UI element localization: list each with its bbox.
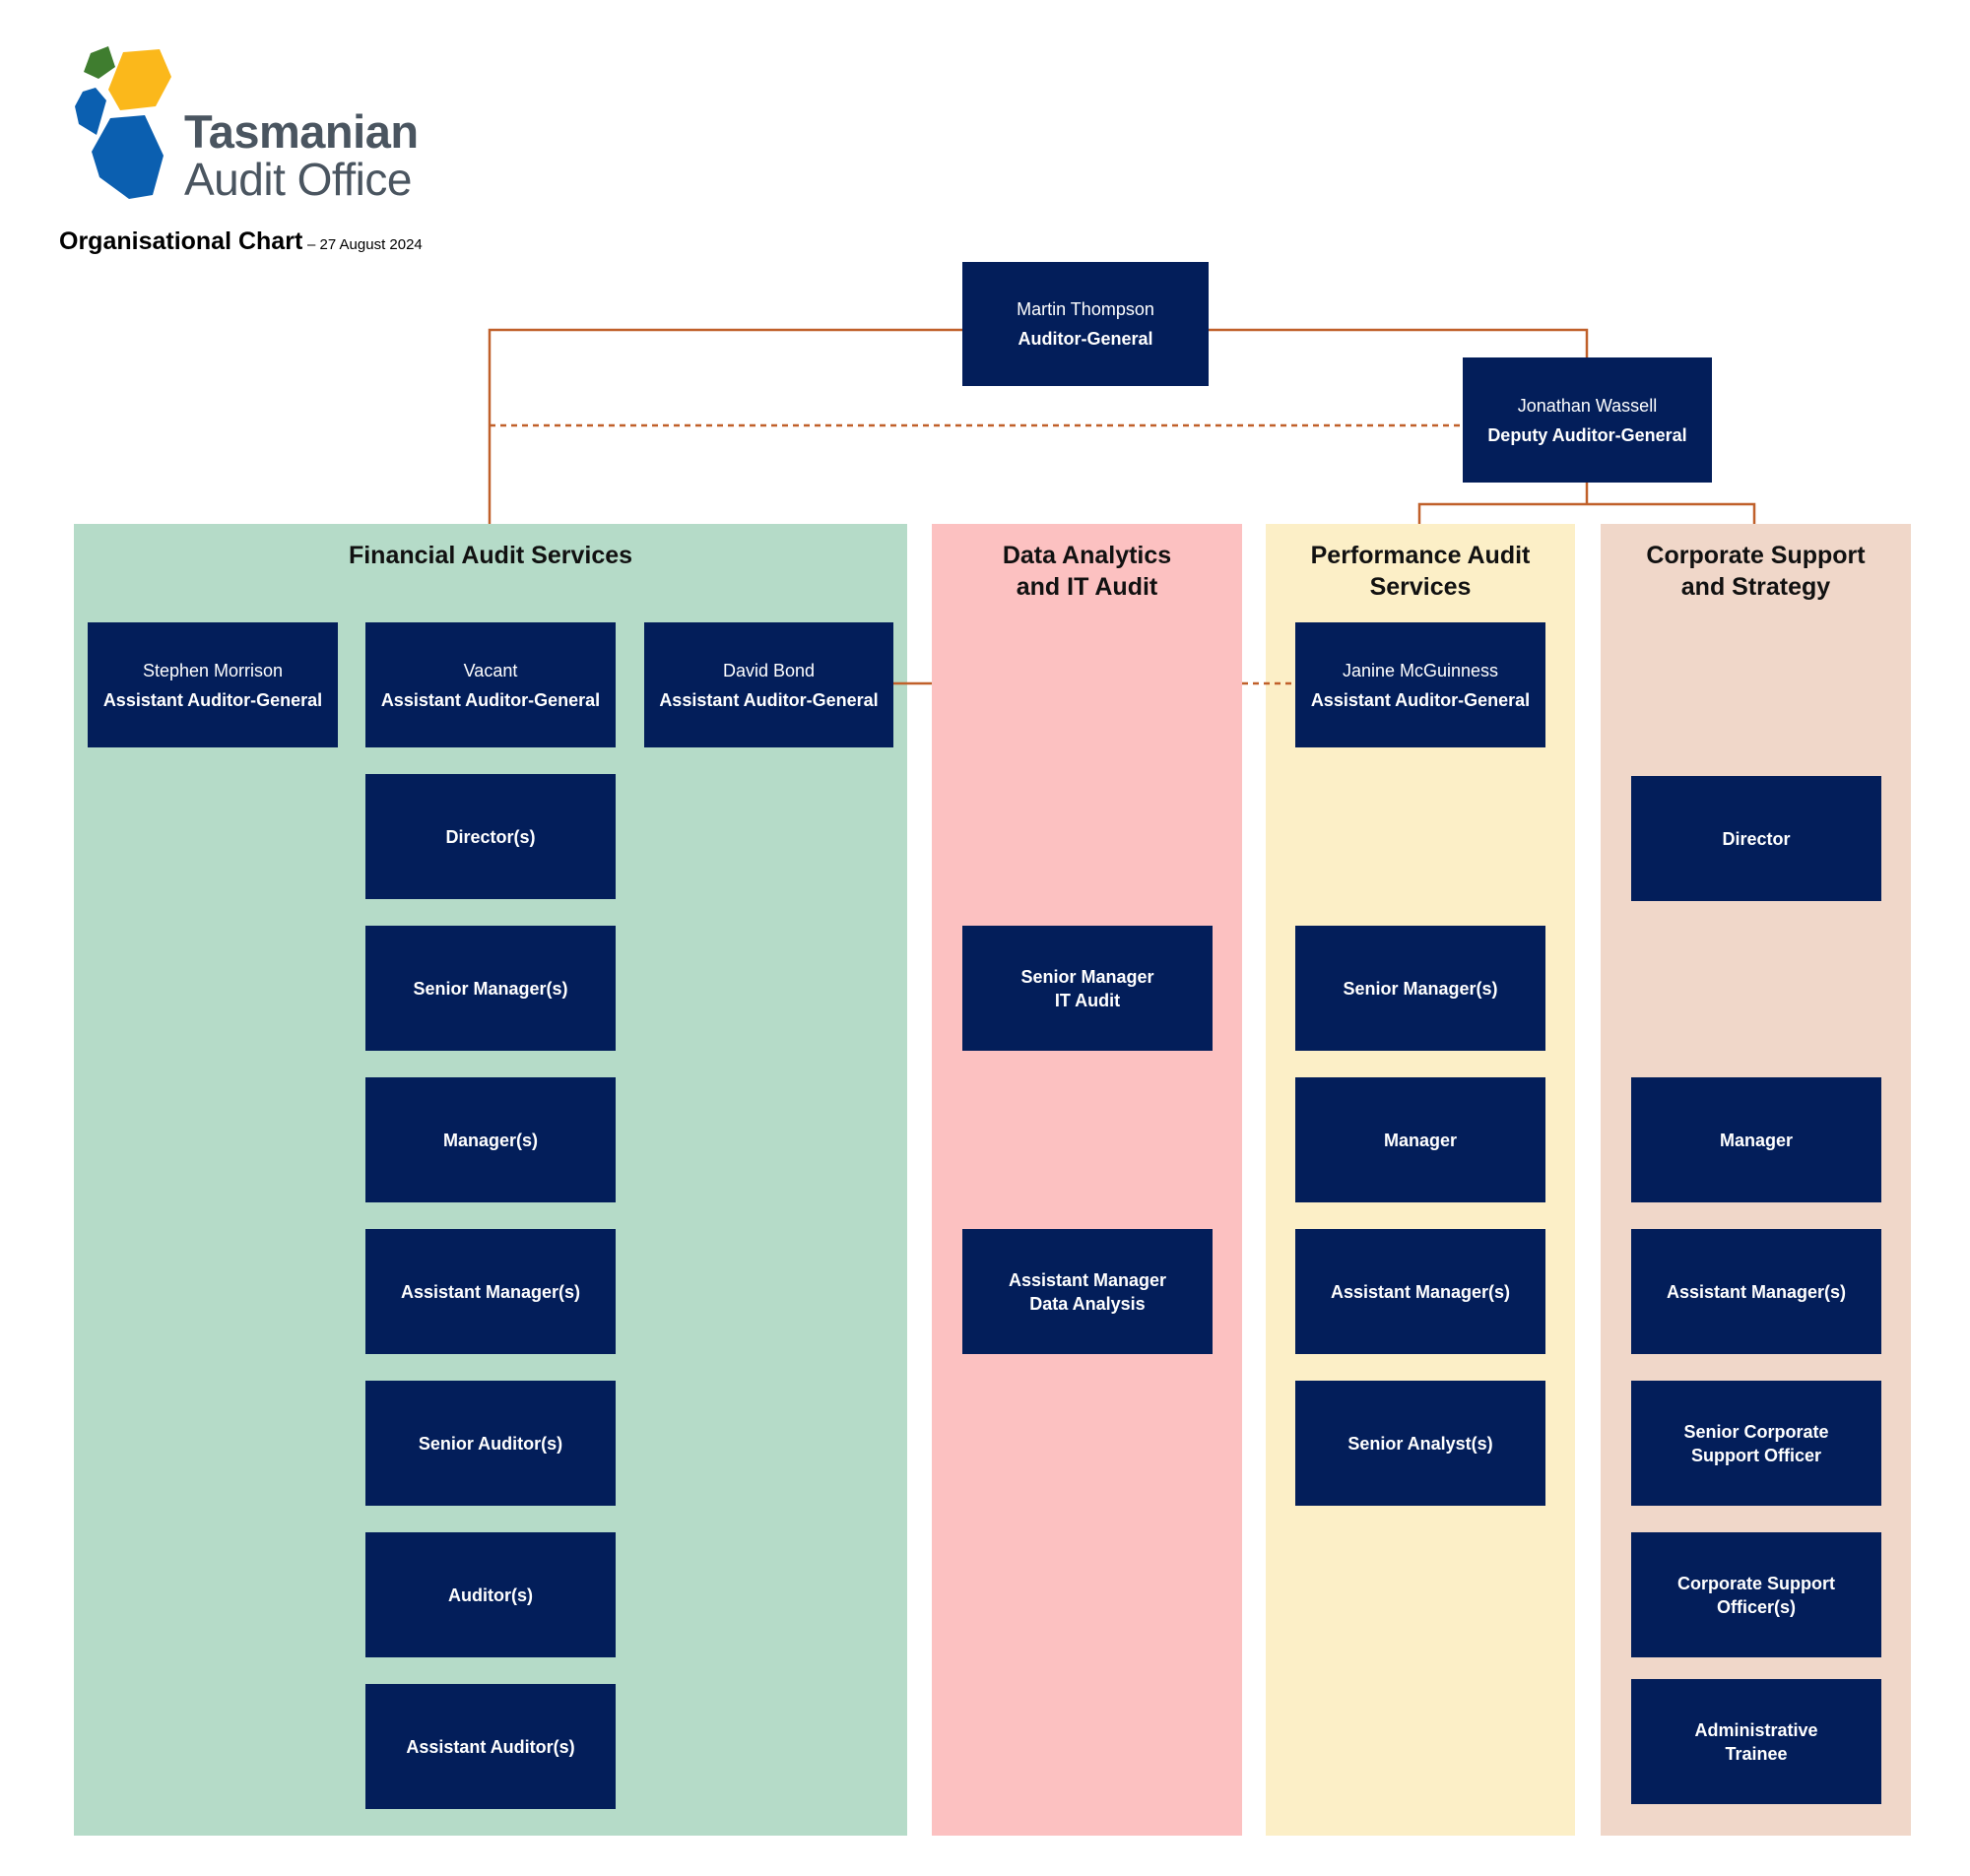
lead-name: Vacant [463, 660, 518, 680]
lead-role: Assistant Auditor-General [659, 689, 879, 710]
role-label: Senior Manager(s) [1343, 978, 1498, 999]
corporate-role-manager[interactable]: Manager [1631, 1077, 1881, 1202]
performance-lead-janine-mcguinness[interactable]: Janine McGuinness Assistant Auditor-Gene… [1295, 622, 1545, 747]
performance-role-senior-analysts[interactable]: Senior Analyst(s) [1295, 1381, 1545, 1506]
performance-role-assistant-managers[interactable]: Assistant Manager(s) [1295, 1229, 1545, 1354]
deputy-auditor-general-box[interactable]: Jonathan Wassell Deputy Auditor-General [1463, 357, 1712, 483]
financial-role-managers[interactable]: Manager(s) [365, 1077, 616, 1202]
corporate-role-administrative-trainee[interactable]: Administrative Trainee [1631, 1679, 1881, 1804]
role-label: Manager [1719, 1130, 1794, 1150]
deputy-auditor-general-name: Jonathan Wassell [1517, 395, 1658, 416]
role-label: Manager(s) [442, 1130, 539, 1150]
financial-role-directors[interactable]: Director(s) [365, 774, 616, 899]
ag-to-financial-line [488, 328, 962, 524]
role-label: Senior Analyst(s) [1347, 1433, 1493, 1454]
role-label: Assistant Manager(s) [1330, 1281, 1511, 1302]
lead-name: David Bond [722, 660, 816, 680]
data-role-assistant-manager-data-analysis[interactable]: Assistant Manager Data Analysis [962, 1229, 1213, 1354]
lead-role: Assistant Auditor-General [102, 689, 323, 710]
role-label: Senior Manager(s) [413, 978, 568, 999]
financial-lead-stephen-morrison[interactable]: Stephen Morrison Assistant Auditor-Gener… [88, 622, 338, 747]
role-label: Manager [1383, 1130, 1458, 1150]
tasmanian-audit-office-logo [75, 46, 171, 199]
corporate-support-title: Corporate Support and Strategy [1646, 542, 1866, 601]
deputy-to-performance-corporate-line [1417, 502, 1756, 524]
logo-blue-large-shape [92, 115, 164, 199]
page-title: Organisational Chart [59, 227, 303, 255]
role-label: Senior Manager IT Audit [1020, 966, 1154, 1010]
financial-role-auditors[interactable]: Auditor(s) [365, 1532, 616, 1657]
role-label: Assistant Manager Data Analysis [1008, 1269, 1167, 1314]
role-label: Assistant Auditor(s) [406, 1736, 575, 1757]
auditor-general-role: Auditor-General [1018, 329, 1153, 349]
lead-name: Janine McGuinness [1342, 660, 1499, 680]
logo-blue-small-shape [75, 88, 106, 135]
role-label: Assistant Manager(s) [1666, 1281, 1847, 1302]
corporate-role-director[interactable]: Director [1631, 776, 1881, 901]
corporate-role-corporate-support-officers[interactable]: Corporate Support Officer(s) [1631, 1532, 1881, 1657]
performance-audit-title: Performance Audit Services [1310, 542, 1531, 601]
corporate-role-senior-corporate-support-officer[interactable]: Senior Corporate Support Officer [1631, 1381, 1881, 1506]
role-label: Director [1722, 828, 1791, 849]
financial-role-assistant-auditors[interactable]: Assistant Auditor(s) [365, 1684, 616, 1809]
data-analytics-panel: Data Analytics and IT Audit [932, 524, 1242, 1836]
role-label: Auditor(s) [448, 1585, 533, 1605]
financial-role-senior-auditors[interactable]: Senior Auditor(s) [365, 1381, 616, 1506]
financial-lead-vacant[interactable]: Vacant Assistant Auditor-General [365, 622, 616, 747]
role-label: Corporate Support Officer(s) [1677, 1573, 1835, 1617]
logo-green-shape [84, 46, 115, 79]
logo-wordmark-line1: Tasmanian [184, 105, 419, 158]
corporate-role-assistant-managers[interactable]: Assistant Manager(s) [1631, 1229, 1881, 1354]
logo-wordmark-line2: Audit Office [184, 154, 412, 205]
page-date: – 27 August 2024 [307, 236, 423, 253]
logo-yellow-shape [108, 49, 171, 110]
role-label: Assistant Manager(s) [400, 1281, 581, 1302]
ag-to-deputy-line [1209, 328, 1589, 357]
lead-role: Assistant Auditor-General [380, 689, 601, 710]
financial-role-assistant-managers[interactable]: Assistant Manager(s) [365, 1229, 616, 1354]
role-label: Administrative Trainee [1694, 1719, 1818, 1764]
auditor-general-name: Martin Thompson [1017, 299, 1154, 319]
deputy-auditor-general-role: Deputy Auditor-General [1487, 424, 1687, 445]
financial-audit-title: Financial Audit Services [348, 542, 633, 569]
role-label: Senior Corporate Support Officer [1683, 1421, 1829, 1465]
financial-lead-david-bond[interactable]: David Bond Assistant Auditor-General [644, 622, 893, 747]
lead-role: Assistant Auditor-General [1310, 689, 1531, 710]
performance-role-manager[interactable]: Manager [1295, 1077, 1545, 1202]
lead-name: Stephen Morrison [142, 660, 284, 680]
performance-role-senior-managers[interactable]: Senior Manager(s) [1295, 926, 1545, 1051]
financial-role-senior-managers[interactable]: Senior Manager(s) [365, 926, 616, 1051]
data-analytics-title: Data Analytics and IT Audit [1002, 542, 1172, 601]
data-role-senior-manager-it-audit[interactable]: Senior Manager IT Audit [962, 926, 1213, 1051]
role-label: Senior Auditor(s) [418, 1433, 563, 1454]
role-label: Director(s) [445, 826, 536, 847]
auditor-general-box[interactable]: Martin Thompson Auditor-General [962, 262, 1209, 386]
